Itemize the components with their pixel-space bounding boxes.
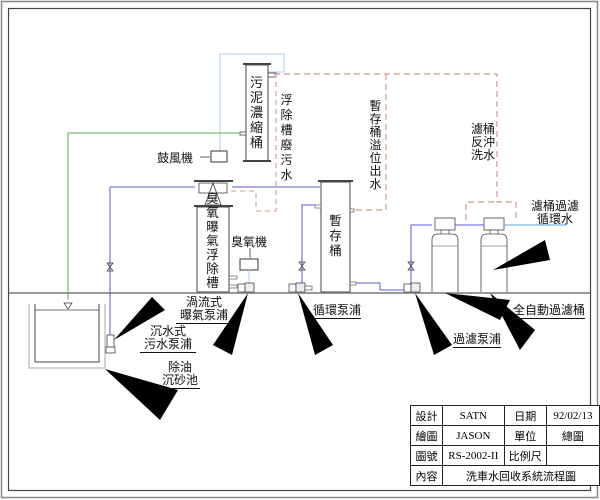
pipe-dashed-overflow xyxy=(352,74,387,211)
callout-circulation-pump: 循環泵浦 xyxy=(313,303,362,319)
label-ozone-generator: 臭氧機 xyxy=(231,235,268,249)
label-filter-backwash-line-3: 洗水 xyxy=(470,148,495,162)
title-block-row-number: 圖號 RS-2002-II 比例尺 xyxy=(410,445,600,466)
pointer-grease-trap xyxy=(105,369,178,420)
label-storage-tank: 暫存桶 xyxy=(329,213,342,258)
title-block-cell: RS-2002-II xyxy=(441,445,505,466)
title-block-cell: 繪圖 xyxy=(410,425,443,446)
pointer-auto-filter-2 xyxy=(490,293,535,350)
pipe-circulation xyxy=(301,204,316,286)
callout-grease-trap-line-2: 沉砂池 xyxy=(160,373,200,389)
title-block-content-cell: 洗車水回收系統流程圖 xyxy=(441,465,600,486)
label-storage-overflow: 暫存桶溢位出水 xyxy=(369,99,382,191)
pipe-storage-to-filter-pump xyxy=(356,282,408,291)
label-filter-backwash: 濾桶 反沖 洗水 xyxy=(468,123,498,162)
pipe-dashed-flotation xyxy=(222,74,277,212)
callout-submersible-pump: 沉水式 污水泵浦 xyxy=(140,325,196,353)
title-block-cell: SATN xyxy=(441,405,505,426)
title-block-cell: 總圖 xyxy=(545,425,600,446)
label-filter-backwash-line-2: 反沖 xyxy=(470,135,495,149)
label-filter-circulation-line-1: 濾桶過濾 xyxy=(530,199,579,213)
label-ozone-flotation-tank: 臭氧曝氣浮除槽 xyxy=(206,191,219,290)
circulation-pump xyxy=(288,282,313,293)
ozone-generator-box xyxy=(239,258,259,271)
title-block-cell: 92/02/13 xyxy=(545,405,600,426)
label-flotation-waste: 浮除槽廢污水 xyxy=(280,93,293,182)
grease-trap xyxy=(28,302,106,369)
inner-frame xyxy=(7,7,592,492)
title-block-cell: 設計 xyxy=(410,405,443,426)
pointer-filter-pump xyxy=(415,293,452,355)
callout-vortex-pump-line-2: 曝氣泵浦 xyxy=(176,309,232,324)
callout-grease-trap: 除油 沉砂池 xyxy=(160,361,200,389)
pointer-filter-circulation xyxy=(493,240,550,270)
label-filter-circulation: 濾桶過濾 循環水 xyxy=(525,200,585,226)
callout-grease-trap-line-1: 除油 xyxy=(167,360,192,374)
title-block-cell: 單位 xyxy=(503,425,547,446)
label-blower: 鼓風機 xyxy=(157,151,194,165)
pipe-filter-feed xyxy=(410,224,432,285)
auto-filter-tank-2 xyxy=(480,217,508,292)
label-filter-backwash-line-1: 濾桶 xyxy=(470,122,495,136)
callout-submersible-pump-line-2: 污水泵浦 xyxy=(140,338,196,353)
auto-filter-tank-1 xyxy=(431,217,459,292)
title-block-row-drawn: 繪圖 JASON 單位 總圖 xyxy=(410,425,600,446)
title-block-cell: JASON xyxy=(441,425,505,446)
valve-submersible xyxy=(106,262,114,272)
pointer-submersible-pump xyxy=(114,297,165,340)
pipe-green-sludge xyxy=(67,132,240,300)
pipe-dashed-filter-top xyxy=(465,201,497,220)
storage-tank xyxy=(314,180,357,293)
label-sludge-tank: 污泥濃縮桶 xyxy=(250,76,264,151)
pipe-blue-top xyxy=(109,186,195,300)
submersible-pump xyxy=(105,334,116,354)
valve-filter xyxy=(407,261,415,271)
pointer-circulation-pump xyxy=(298,293,333,355)
title-block-cell xyxy=(545,445,600,466)
callout-filter-pump: 過濾泵浦 xyxy=(453,332,502,348)
valve-circulation xyxy=(298,261,306,271)
title-block-cell: 圖號 xyxy=(410,445,443,466)
callout-auto-filter: 全自動過濾桶 xyxy=(513,303,586,319)
title-block-row-design: 設計 SATN 日期 92/02/13 xyxy=(410,405,600,426)
vortex-pump xyxy=(237,282,255,293)
ozone-flotation-tank xyxy=(194,180,238,293)
title-block-cell: 日期 xyxy=(503,405,547,426)
callout-submersible-pump-line-1: 沉水式 xyxy=(149,324,186,338)
pointer-vortex-pump xyxy=(213,293,248,355)
callout-vortex-pump-line-1: 渦流式 xyxy=(185,295,222,309)
sludge-tank xyxy=(239,63,277,162)
filter-pump xyxy=(403,282,421,293)
title-block-cell: 內容 xyxy=(410,465,443,486)
blower-box xyxy=(210,150,228,163)
title-block-row-content: 內容 洗車水回收系統流程圖 xyxy=(410,465,600,486)
callout-vortex-pump: 渦流式 曝氣泵浦 xyxy=(176,296,232,324)
title-block-cell: 比例尺 xyxy=(503,445,547,466)
pipe-dashed-backwash xyxy=(274,73,517,220)
title-block: 設計 SATN 日期 92/02/13 繪圖 JASON 單位 總圖 圖號 RS… xyxy=(410,405,600,486)
label-filter-circulation-line-2: 循環水 xyxy=(536,212,573,226)
